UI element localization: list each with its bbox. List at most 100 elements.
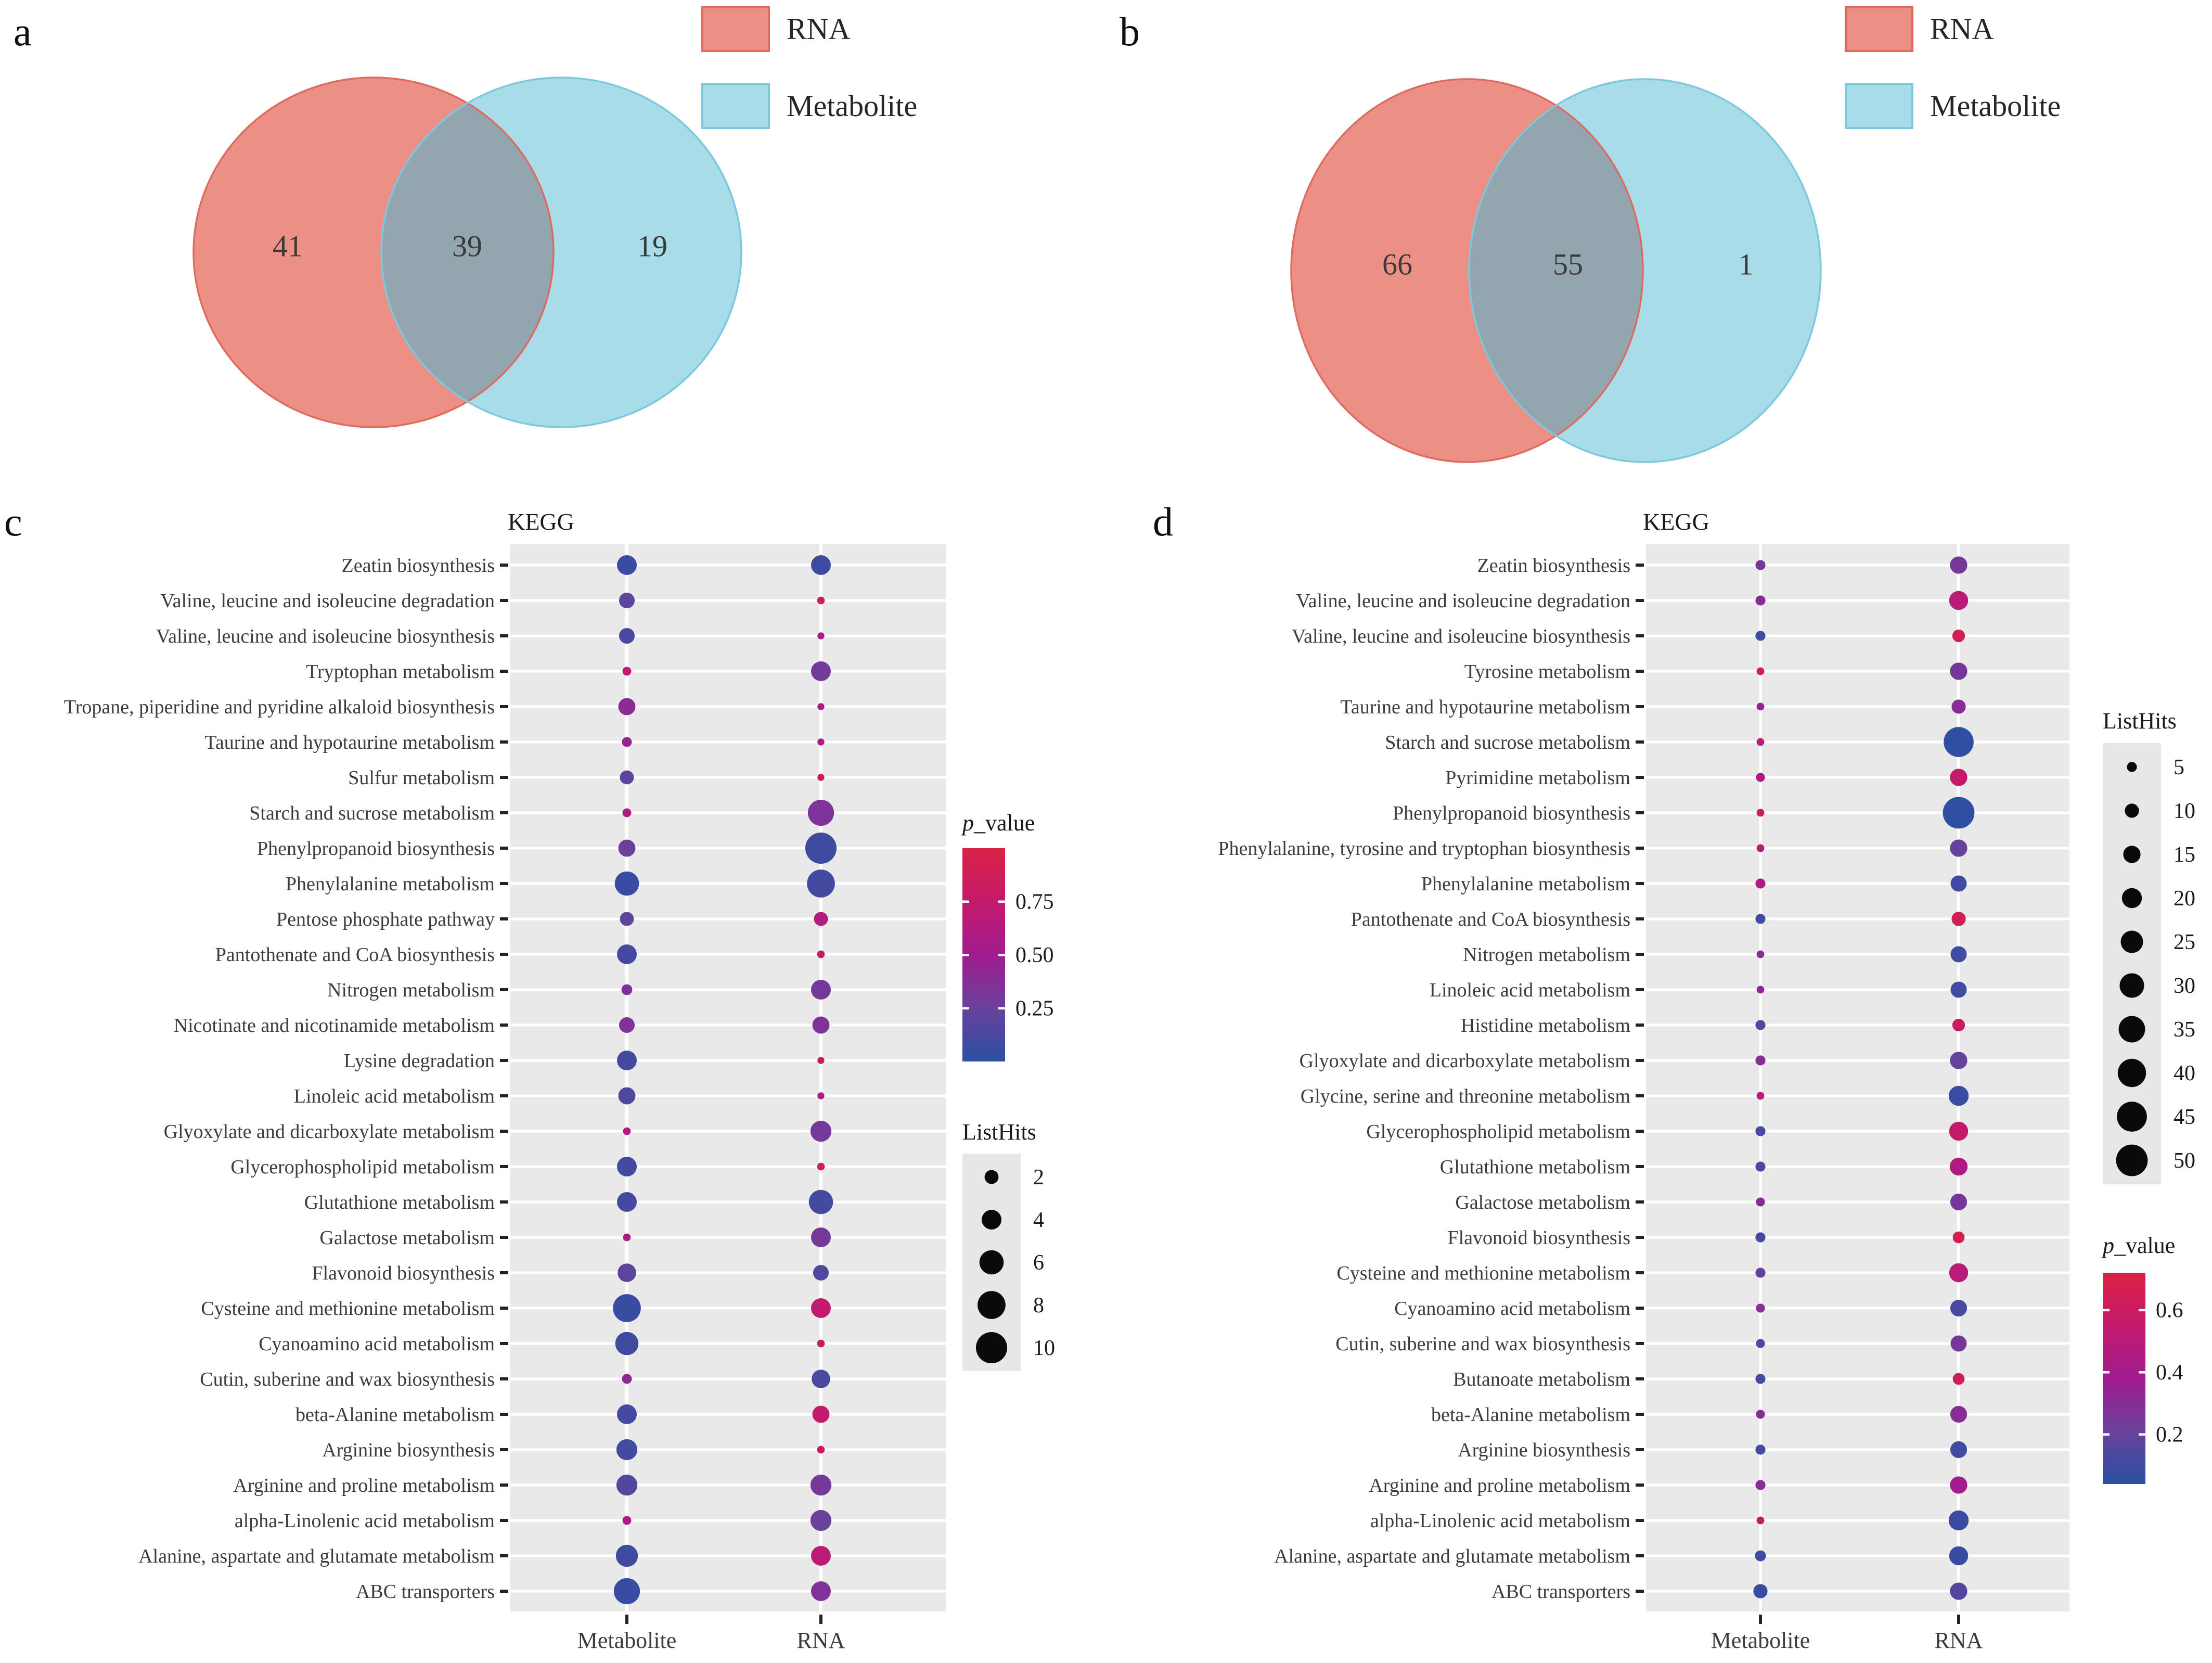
p-value-tick [962,954,969,956]
y-axis-tick [500,1165,508,1168]
listhits-legend-label: 5 [2174,756,2184,779]
y-axis-tick [1636,1236,1644,1239]
bubble [811,1581,831,1601]
y-axis-label: Pentose phosphate pathway [276,909,495,930]
y-axis-tick [500,1271,508,1274]
y-axis-label: Tryptophan metabolism [306,661,495,683]
bubble [1950,839,1967,857]
y-axis-tick [1636,1483,1644,1487]
y-axis-label: Tyrosine metabolism [1464,661,1630,683]
listhits-legend-label: 10 [1033,1336,1055,1360]
bubble [617,944,637,964]
bubble [1951,912,1966,926]
gridline-vertical [1957,544,1960,1611]
p-value-legend-title: p_value [961,810,1035,836]
y-axis-tick [1636,847,1644,850]
y-axis-label: Pantothenate and CoA biosynthesis [215,944,495,966]
y-axis-label: Starch and sucrose metabolism [1385,732,1630,753]
bubble [1755,1374,1766,1384]
panel-letter-d: d [1153,499,1173,544]
venn-a-count-overlap: 39 [452,229,482,263]
venn-b-overlap-region [1469,79,1643,462]
bubble [1755,1550,1766,1562]
bubble [1756,1197,1765,1207]
y-axis-tick [1636,670,1644,673]
bubble [1949,1263,1969,1283]
venn-a-metabolite-outline [380,76,742,428]
bubble [619,628,635,644]
y-axis-label: Glyoxylate and dicarboxylate metabolism [164,1121,495,1143]
gridline-horizontal [510,1342,946,1345]
venn-b-rna-outline [1290,78,1644,463]
y-axis-label: Lysine degradation [344,1050,495,1072]
bubble [618,1087,636,1105]
bubble [617,1192,637,1212]
p-value-tick-label: 0.6 [2156,1299,2183,1323]
listhits-legend-bubble [982,1210,1001,1230]
gridline-horizontal [510,1165,946,1168]
bubble [1949,1157,1968,1176]
bubble [619,1017,635,1033]
y-axis-label: Flavonoid biosynthesis [312,1262,495,1284]
gridline-horizontal [510,1200,946,1204]
venn-b-count-overlap: 55 [1553,247,1583,282]
p-value-tick [998,954,1005,956]
y-axis-label: Phenylalanine, tyrosine and tryptophan b… [1218,838,1630,860]
y-axis-tick [500,1059,508,1062]
gridline-horizontal [510,811,946,814]
bubble [811,555,831,575]
bubble [620,912,634,926]
listhits-legend-label: 8 [1033,1294,1044,1317]
bubble [1756,1516,1765,1525]
gridline-horizontal [510,599,946,602]
y-axis-tick [1636,1200,1644,1204]
legend-label-rna: RNA [1930,12,1994,46]
y-axis-label: Glyoxylate and dicarboxylate metabolism [1300,1050,1630,1072]
bubble [614,871,639,896]
y-axis-label: Cutin, suberine and wax biosynthesis [200,1368,495,1390]
y-axis-tick [1636,1165,1644,1168]
y-axis-tick [500,811,508,814]
y-axis-label: Cutin, suberine and wax biosynthesis [1335,1333,1630,1355]
legend-swatch-metabolite [1845,83,1913,129]
gridline-horizontal [1646,1165,2069,1168]
bubble [817,950,825,958]
gridline-horizontal [1646,953,2069,956]
bubble [817,596,825,605]
y-axis-tick [500,1094,508,1097]
gridline-horizontal [1646,811,2069,814]
listhits-legend-bubble [2118,1016,2145,1043]
bubble [1950,1193,1967,1211]
y-axis-tick [500,1024,508,1027]
y-axis-label: Cysteine and methionine metabolism [201,1298,495,1320]
y-axis-tick [1636,776,1644,779]
y-axis-label: Galactose metabolism [319,1227,495,1249]
gridline-horizontal [510,1413,946,1416]
y-axis-tick [500,1342,508,1345]
y-axis-label: Glycerophospholipid metabolism [230,1156,495,1178]
y-axis-label: Tropane, piperidine and pyridine alkaloi… [64,696,495,718]
bubble [618,1263,636,1282]
x-axis-tick [819,1615,822,1624]
y-axis-label: Nitrogen metabolism [1463,944,1630,966]
y-axis-tick [1636,705,1644,708]
gridline-horizontal [510,1024,946,1027]
bubble [1756,844,1765,852]
gridline-horizontal [1646,1059,2069,1062]
x-axis-label: RNA [1935,1628,1983,1653]
panel-letter-a: a [14,9,32,54]
x-axis-tick [1957,1615,1960,1624]
bubble [807,869,835,898]
legend-label-metabolite: Metabolite [787,89,918,123]
gridline-horizontal [1646,1590,2069,1593]
listhits-legend-bubble [2127,762,2137,772]
y-axis-tick [500,1200,508,1204]
y-axis-tick [500,1483,508,1487]
bubble [1950,981,1967,998]
x-axis-label: RNA [797,1628,845,1653]
gridline-horizontal [510,776,946,779]
listhits-legend-label: 30 [2174,974,2195,998]
bubble [618,698,636,715]
